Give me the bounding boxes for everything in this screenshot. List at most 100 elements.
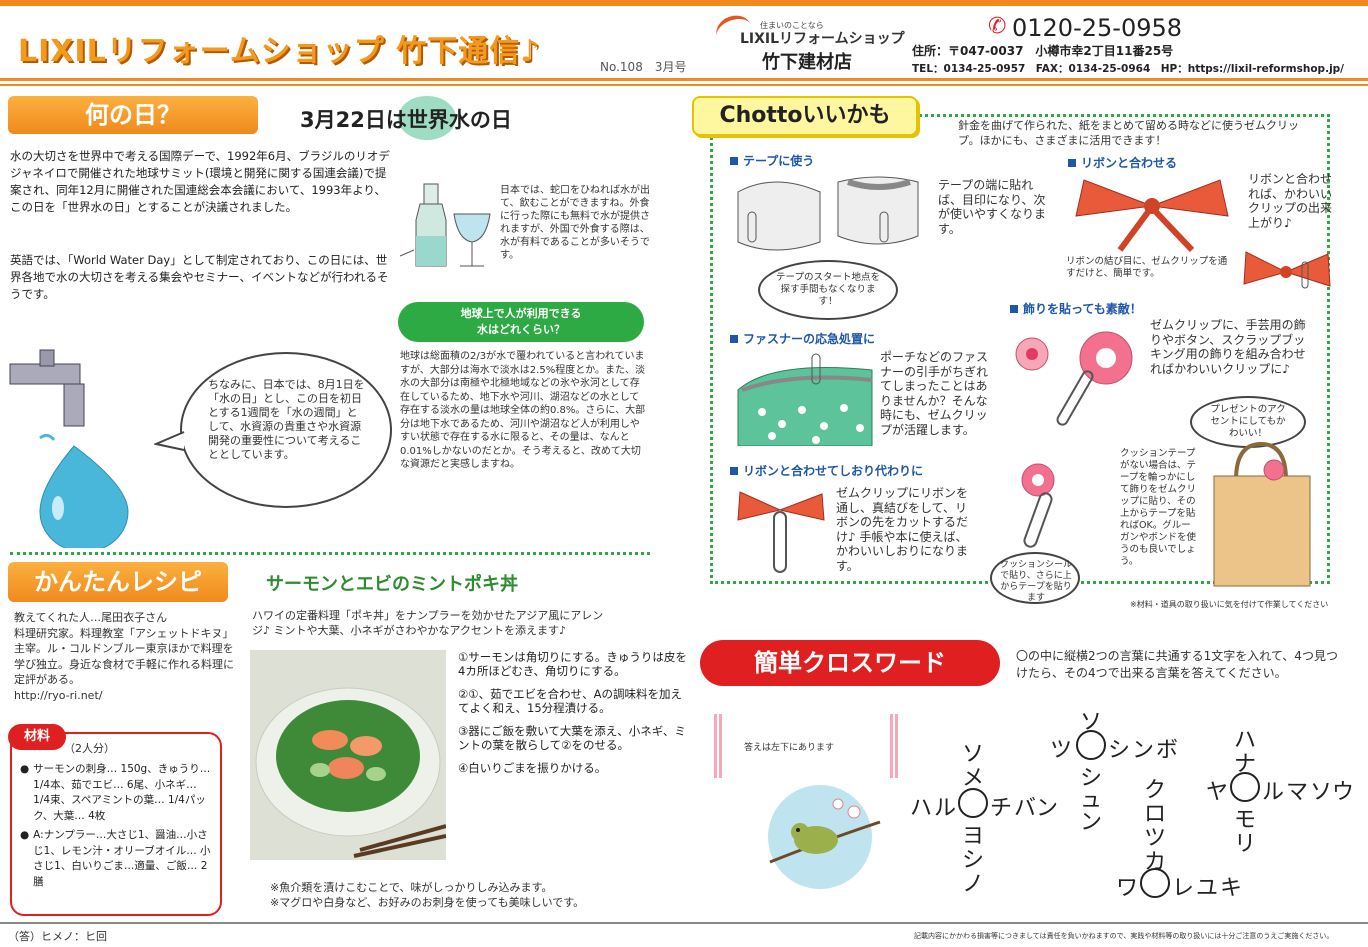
recipe-intro: ハワイの定番料理「ポキ丼」をナンプラーを効かせたアジア風にアレンジ♪ ミントや大… <box>252 609 604 637</box>
header-top-bar <box>0 0 1368 6</box>
ingredient-item: ● A:ナンプラー…大さじ1、醤油…小さじ1、レモン汁・オリーブオイル… 小さじ… <box>20 828 216 890</box>
logo-name: LIXILリフォームショップ <box>740 31 905 47</box>
puzzle-char: マ <box>1286 780 1309 805</box>
crossword-intro: 〇の中に縦横2つの言葉に共通する1文字を入れて、4つ見つけたら、その4つで出来る… <box>1016 649 1338 680</box>
puzzle-char: シ <box>1108 738 1131 763</box>
answer-note: 答えは左下にあります <box>744 743 835 753</box>
tape-clip-icon <box>737 176 919 251</box>
ingredients-list: ● サーモンの刺身… 150g、きゅうり… 1/4本、茹でエビ… 6尾、小ネギ…… <box>20 762 216 890</box>
puzzle-char: リ <box>1234 832 1257 857</box>
chotto-item-text: ポーチなどのファスナーの引手がちぎれてしまったことはありませんか？そんな時にも、… <box>880 350 989 437</box>
ribbon-bow-icon <box>1243 251 1331 289</box>
tape-bubble-text: テープのスタート地点を探す手間もなくなります！ <box>776 272 880 307</box>
puzzle-char: レ <box>1172 876 1195 901</box>
footer-line <box>0 922 1368 924</box>
puzzle-char: ウ <box>1332 780 1355 805</box>
bullet-icon <box>730 157 738 165</box>
pouch-zipper-icon <box>737 353 873 446</box>
crossword-puzzle-2: ソ ツ シ ン ボ シ ュ ン <box>1044 704 1184 835</box>
bullet-icon <box>730 335 738 343</box>
puzzle-char: シ <box>962 848 985 873</box>
recipe-teacher: 教えてくれた人…尾田衣子さん 料理研究家。料理教室「アシェットドキヌ」主宰。ル・… <box>14 611 234 702</box>
puzzle-char: ン <box>1036 796 1059 821</box>
ingredients-label: 材料 <box>8 724 66 750</box>
section-label-nanohi: 何の日？ <box>8 96 258 134</box>
puzzle-char: ツ <box>1144 826 1167 851</box>
recipe-step: ②①、茹でエビを合わせ、Aの調味料を加えてよく和え、15分程漬ける。 <box>458 687 682 715</box>
puzzle-char: ワ <box>1116 876 1139 901</box>
ribbon-clip-icon <box>1075 179 1229 252</box>
puzzle-char: ル <box>1262 780 1285 805</box>
issue-number: No.108 3月号 <box>600 60 687 74</box>
puzzle-char: ハ <box>910 796 933 821</box>
ingredients-servings: （2人分） <box>64 742 115 755</box>
puzzle-circle <box>1076 730 1106 760</box>
recipe-title: サーモンとエビのミントポキ丼 <box>266 574 518 595</box>
flower-clip-icon <box>1015 331 1133 426</box>
recipe-note: ※魚介類を漬けこむことで、味がしっかりしみ込みます。 ※マグロや白身など、お好み… <box>270 881 585 909</box>
puzzle-char: バ <box>1014 796 1037 821</box>
water-day-bubble-text: ちなみに、日本では、8月1日を「水の日」とし、この日を初日とする1週間を「水の週… <box>208 378 365 461</box>
puzzle-circle <box>1140 868 1170 898</box>
section-divider <box>10 552 650 555</box>
chotto-warning: ※材料・道具の取り扱いに気を付けて作業してください <box>1130 600 1329 609</box>
earth-water-text: 地球は総面積の2/3が水で覆われていると言われていますが、大部分は海水で淡水は2… <box>400 351 646 470</box>
newsletter-title: LIXILリフォームショップ 竹下通信♪ <box>18 34 541 69</box>
puzzle-char: ロ <box>1144 802 1167 827</box>
puzzle-char: メ <box>962 766 985 791</box>
earth-water-pill: 地球上で人が利用できる 水はどれくらい？ <box>398 302 644 342</box>
chotto-item-text: ゼムクリップにリボンを通し、真結びをして、リボンの先をカットするだけ♪ 手帳や本… <box>836 486 969 573</box>
chotto-item-head: テープに使う <box>730 152 814 169</box>
puzzle-char: ユ <box>1196 876 1219 901</box>
bag-bubble-text: プレゼントのアクセントにしてもかわいい！ <box>1210 404 1286 439</box>
answer-note-card <box>714 714 898 778</box>
crossword-answer: （答）ヒメノ：ヒ回 <box>8 930 107 943</box>
recipe-step: ④白いりごまを振りかける。 <box>458 761 607 775</box>
store-contact: TEL：0134-25-0957 FAX：0134-25-0964 HP：htt… <box>912 63 1345 75</box>
phone-number: 0120-25-0958 <box>1012 14 1183 42</box>
nanohi-para2: 英語では、「World Water Day」として制定されており、この日には、世… <box>10 253 389 301</box>
cushion-bubble <box>990 552 1080 604</box>
puzzle-char: ヤ <box>1206 780 1229 805</box>
ingredients-box <box>10 732 222 916</box>
chotto-item-head: リボンと合わせる <box>1068 154 1177 171</box>
crossword-puzzle-3: ク ロ ツ カ ワ レ ユ キ <box>1110 772 1250 902</box>
puzzle-char: チ <box>990 796 1013 821</box>
chotto-item-text: リボンと合わせれば、かわいいクリップの出来上がり♪ <box>1248 172 1333 230</box>
bullet-icon <box>1010 305 1018 313</box>
puzzle-char: キ <box>1220 876 1243 901</box>
nanohi-headline: 3月22日は世界水の日 <box>300 108 512 132</box>
puzzle-char: ク <box>1144 778 1167 803</box>
puzzle-char: ン <box>1132 738 1155 763</box>
chotto-intro: 針金を曲げて作られた、紙をまとめて留める時などに使うゼムクリップ。ほかにも、さま… <box>958 119 1299 147</box>
bag-bubble <box>1190 396 1306 448</box>
puzzle-char: ボ <box>1156 738 1179 763</box>
puzzle-char: ナ <box>1234 752 1257 777</box>
bubble-tail <box>154 431 185 451</box>
ribbon-caption: リボンの結び目に、ゼムクリップを通すだけと、簡単です。 <box>1066 256 1228 279</box>
section-label-crossword: 簡単クロスワード <box>700 640 1000 686</box>
chotto-item-head: リボンと合わせてしおり代わりに <box>730 462 923 479</box>
bullet-icon <box>730 467 738 475</box>
chotto-item-text: テープの端に貼れば、目印になり、次が使いやすくなります。 <box>938 178 1047 236</box>
crossword-puzzle-4: ハ ナ ヤ ル マ ソ ウ モ リ <box>1200 722 1360 857</box>
ingredient-item: ● サーモンの刺身… 150g、きゅうり… 1/4本、茹でエビ… 6尾、小ネギ…… <box>20 762 216 824</box>
bullet-icon: ● <box>20 763 30 775</box>
puzzle-char: ツ <box>1050 738 1073 763</box>
chotto-item-text: ゼムクリップに、手芸用の飾りやボタン、スクラップブッキング用の飾りを組み合わせれ… <box>1150 318 1306 376</box>
puzzle-char: ソ <box>962 742 985 767</box>
tote-bag-icon <box>1213 441 1311 587</box>
tape-bubble <box>758 260 898 320</box>
bird-branch-icon <box>768 785 881 889</box>
recipe-step: ①サーモンは角切りにする。きゅうりは皮を4カ所ほどむき、角切りにする。 <box>458 650 687 678</box>
glass-note: 日本では、蛇口をひねれば水が出て、飲むことができますね。外食に行った際にも無料で… <box>500 185 650 261</box>
ingredient-text: A:ナンプラー…大さじ1、醤油…小さじ1、レモン汁・オリーブオイル… 小さじ1、… <box>33 829 211 888</box>
recipe-steps: ①サーモンは角切りにする。きゅうりは皮を4カ所ほどむき、角切りにする。 ②①、茹… <box>458 650 690 775</box>
header-divider <box>0 78 1368 81</box>
chotto-item-head: 飾りを貼っても素敵！ <box>1010 300 1142 317</box>
puzzle-char: ン <box>1080 810 1103 835</box>
bullet-icon: ● <box>20 829 30 841</box>
puzzle-char: ヨ <box>962 824 985 849</box>
puzzle-char: ハ <box>1234 728 1257 753</box>
poke-bowl-photo <box>250 650 446 860</box>
